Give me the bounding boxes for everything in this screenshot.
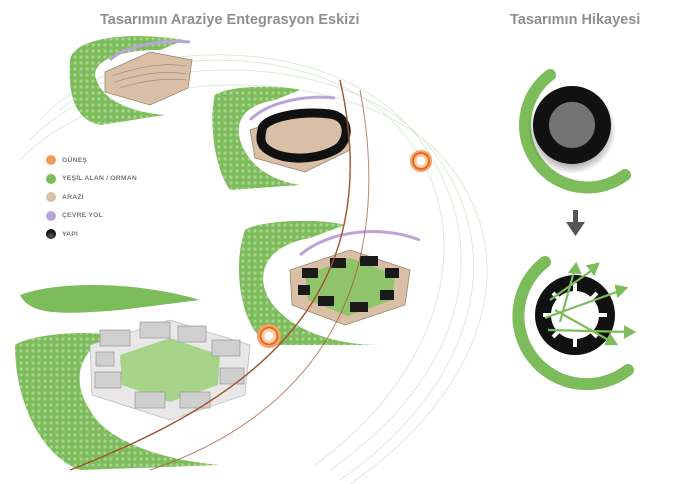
- legend-label: YAPI: [62, 230, 79, 238]
- legend-item: YAPI: [46, 225, 137, 244]
- legend-swatch: [46, 210, 56, 221]
- story-diagram-top: [519, 69, 631, 194]
- sun-marker-1: [410, 150, 432, 172]
- legend-swatch: [46, 155, 56, 166]
- legend-item: ARAZİ: [46, 188, 137, 207]
- courtyard-4: [120, 338, 220, 402]
- legend-label: ARAZİ: [62, 193, 84, 201]
- green-arc-top: [519, 69, 631, 194]
- legend-item: ÇEVRE YOL: [46, 207, 137, 226]
- road-3: [299, 230, 421, 257]
- sketch-stage-4: [15, 284, 251, 470]
- legend-item: GÜNEŞ: [46, 151, 137, 170]
- legend-label: YEŞİL ALAN / ORMAN: [62, 175, 137, 183]
- legend-swatch: [46, 229, 56, 240]
- sketch-stage-3: [238, 220, 421, 345]
- down-arrow: [566, 210, 585, 236]
- sketch-stage-2: [212, 86, 351, 190]
- terrain-1: [104, 51, 193, 106]
- buildings-4: [94, 321, 245, 409]
- story-diagram-bottom: [512, 256, 637, 391]
- sketch-stage-1: [69, 36, 193, 125]
- road-2: [248, 95, 336, 122]
- sun-path-inner: [149, 89, 370, 471]
- green-arc-bottom: [512, 256, 634, 391]
- sketch-title: Tasarımın Araziye Entegrasyon Eskizi: [100, 12, 360, 28]
- legend-swatch: [46, 192, 56, 203]
- building-ring-top: [533, 86, 611, 164]
- green-arrows: [544, 261, 637, 346]
- buildings-3: [298, 256, 399, 312]
- sun-marker-2: [257, 324, 281, 348]
- legend: GÜNEŞ YEŞİL ALAN / ORMAN ARAZİ ÇEVRE YOL YAP…: [46, 151, 137, 244]
- green-area-4a: [20, 284, 200, 313]
- legend-swatch: [46, 173, 56, 184]
- legend-label: ÇEVRE YOL: [62, 212, 103, 220]
- building-ring-2: [256, 108, 351, 163]
- sun-path-outer: [69, 79, 351, 471]
- legend-label: GÜNEŞ: [62, 156, 88, 164]
- story-title: Tasarımın Hikayesi: [510, 12, 641, 28]
- road-1: [108, 40, 191, 62]
- legend-item: YEŞİL ALAN / ORMAN: [46, 170, 137, 189]
